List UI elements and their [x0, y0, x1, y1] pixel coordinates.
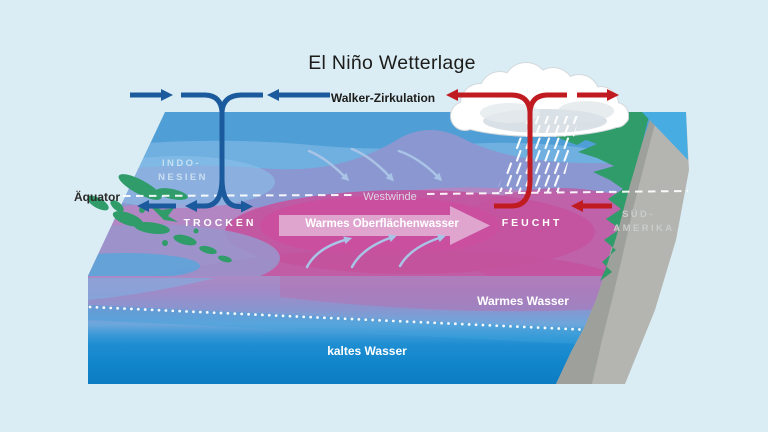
warm-water-label: Warmes Wasser: [477, 294, 569, 308]
west-winds-label: Westwinde: [363, 191, 417, 203]
warm-surface-water-label: Warmes Oberflächenwasser: [305, 218, 459, 230]
walker-circulation-label: Walker-Zirkulation: [331, 91, 435, 105]
equator-dashed-line: [122, 190, 689, 197]
south-america-label: SÜD- AMERIKA: [613, 209, 674, 234]
wet-zone-label: FEUCHT: [502, 217, 563, 229]
rising-air-circulation-arrows: [445, 88, 620, 213]
cold-water-label: kaltes Wasser: [327, 344, 407, 358]
thermocline-dotted-line: [88, 305, 593, 332]
atlantic-corner: [642, 112, 688, 160]
rain-icon: [496, 116, 579, 192]
west-wind-arrows: [305, 147, 446, 269]
equator-label: Äquator: [74, 189, 120, 204]
page-title: El Niño Wetterlage: [308, 52, 476, 74]
indonesia-label: INDO- NESIEN: [158, 158, 208, 183]
ocean-front-face: [88, 276, 620, 384]
indonesia-islands: [87, 174, 232, 263]
dry-zone-label: TROCKEN: [184, 217, 257, 229]
descending-air-circulation-arrows: [130, 88, 330, 213]
andes-rock: [556, 112, 689, 384]
